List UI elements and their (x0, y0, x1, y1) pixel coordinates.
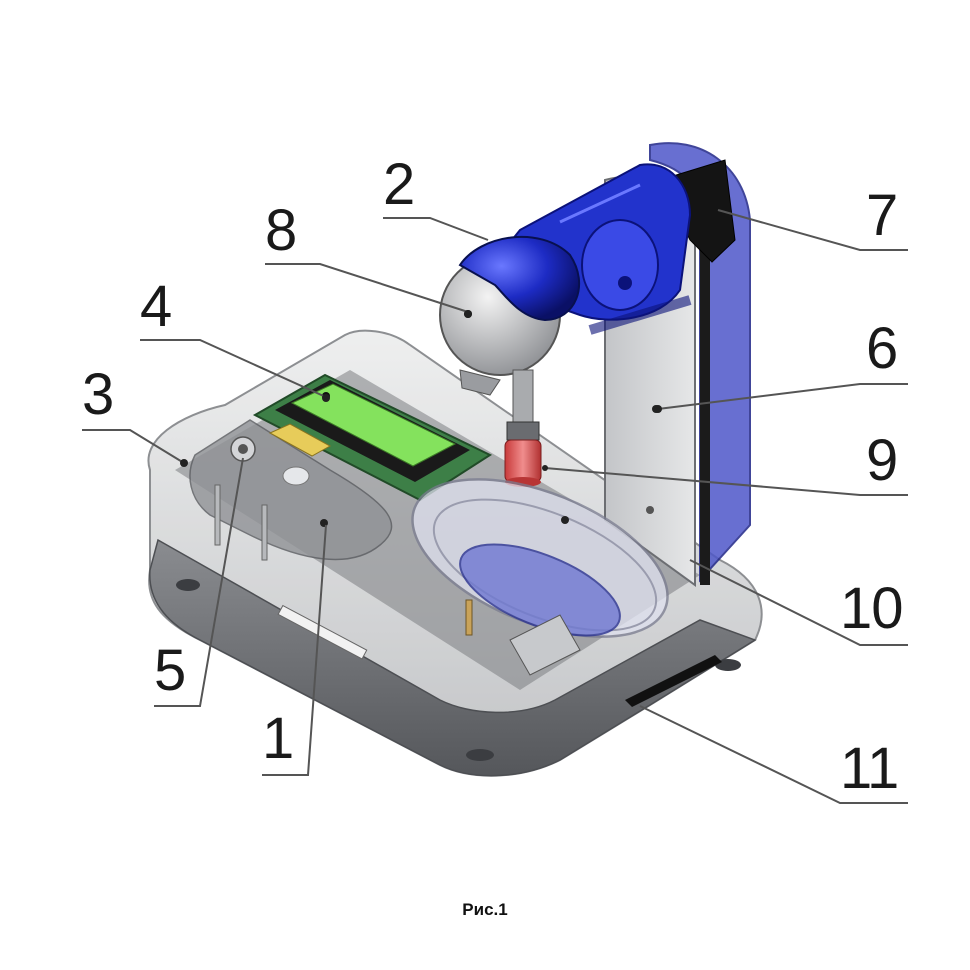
part-label-11: 11 (840, 736, 899, 801)
part-label-4: 4 (140, 274, 172, 339)
part-label-3: 3 (82, 362, 114, 427)
leader-dots (180, 310, 662, 471)
bowl (411, 478, 669, 638)
head-sphere (439, 235, 580, 396)
part-label-10: 10 (840, 576, 904, 641)
spindle (504, 369, 542, 487)
foot-front (466, 749, 494, 761)
part-label-2: 2 (383, 152, 415, 217)
part-label-5: 5 (154, 638, 186, 703)
leader-5 (154, 457, 244, 707)
figure-caption: Рис.1 (462, 900, 508, 919)
leader-10 (689, 559, 908, 646)
leader-lines (82, 209, 908, 804)
part-label-6: 6 (866, 316, 898, 381)
leader-3 (82, 429, 185, 464)
part-label-7: 7 (866, 183, 898, 248)
leader-9 (544, 467, 908, 496)
connector-slot (509, 614, 722, 707)
part-label-8: 8 (265, 198, 297, 263)
leader-6 (657, 383, 908, 410)
leader-1 (262, 524, 327, 776)
lcd-display (252, 373, 493, 502)
part-label-9: 9 (866, 428, 898, 493)
leader-7 (717, 209, 908, 251)
left-recess (189, 419, 393, 561)
leader-4 (140, 339, 329, 399)
leader-11 (639, 705, 908, 804)
foot-left (176, 579, 200, 591)
leader-8 (265, 263, 469, 313)
part-label-1: 1 (262, 706, 294, 771)
leader-2 (383, 217, 489, 241)
